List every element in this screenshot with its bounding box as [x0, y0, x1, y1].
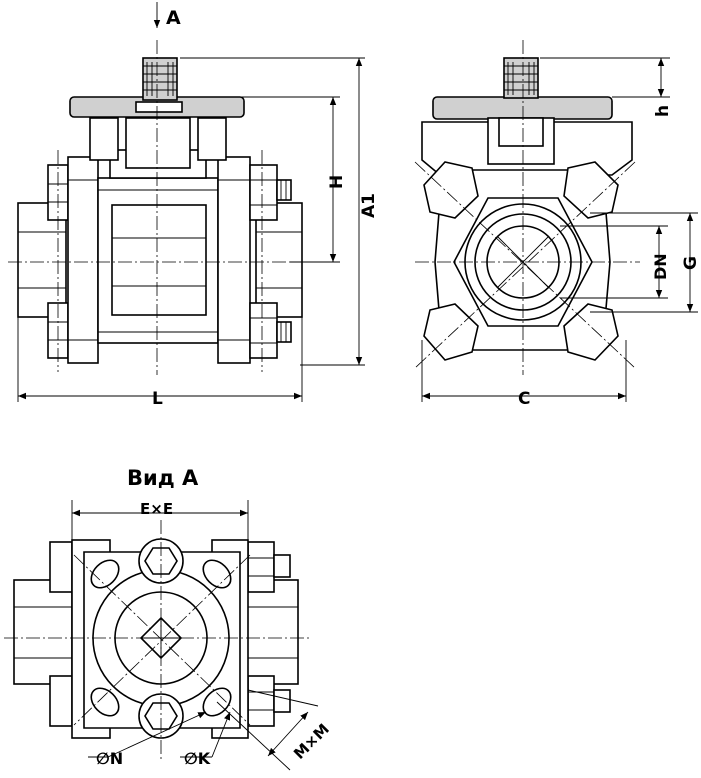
dim-G-label: G	[681, 256, 701, 270]
left-flange	[67, 156, 99, 364]
valve-body-inner	[111, 204, 207, 316]
front-view: A	[8, 2, 379, 409]
threaded-stem	[142, 57, 178, 101]
view-a-nut-tr	[247, 541, 275, 593]
view-a-title: Вид А	[127, 466, 199, 490]
dim-L-label: L	[152, 389, 163, 409]
view-a-left-pipe	[13, 579, 73, 685]
handle-slot	[135, 101, 183, 113]
side-nut-bottom-left	[423, 303, 479, 361]
right-flange	[217, 156, 251, 364]
right-top-nut	[249, 164, 278, 221]
dim-K-label: ∅K	[184, 749, 211, 768]
view-arrow-label: A	[166, 7, 181, 29]
right-pipe-end	[255, 202, 303, 318]
right-bottom-nut	[249, 302, 278, 359]
bottom-bolt-head	[138, 693, 184, 739]
view-a-nut-bl	[49, 675, 73, 727]
view-a-nut-br	[247, 675, 275, 727]
side-nut-bottom-right	[563, 303, 619, 361]
dim-C-label: C	[518, 389, 530, 409]
mounting-slot-tr	[202, 559, 232, 589]
neck-right-lug	[197, 117, 227, 161]
mounting-slot-tl	[90, 559, 120, 589]
dim-N-label: ∅N	[96, 749, 123, 768]
dim-MxM-label: M×M	[290, 720, 333, 763]
mounting-slot-bl	[90, 687, 120, 717]
neck-left-lug	[89, 117, 119, 161]
side-threaded-stem	[503, 57, 539, 99]
dim-A1-label: A1	[359, 193, 379, 218]
side-nut-top-left	[423, 161, 479, 219]
side-handle	[432, 96, 613, 120]
view-a-nut-tl	[49, 541, 73, 593]
dim-ExE-label: E×E	[140, 500, 173, 518]
stem-housing	[125, 117, 191, 169]
dim-H-label: H	[327, 175, 347, 189]
side-nut-top-right	[563, 161, 619, 219]
dim-h-label: h	[653, 105, 673, 117]
view-a: Вид А	[4, 466, 333, 771]
right-top-bolt	[276, 179, 292, 201]
dim-DN-label: DN	[651, 253, 670, 280]
side-view: h DN G C	[414, 40, 701, 409]
right-bottom-bolt	[276, 321, 292, 343]
view-a-right-pipe	[239, 579, 299, 685]
